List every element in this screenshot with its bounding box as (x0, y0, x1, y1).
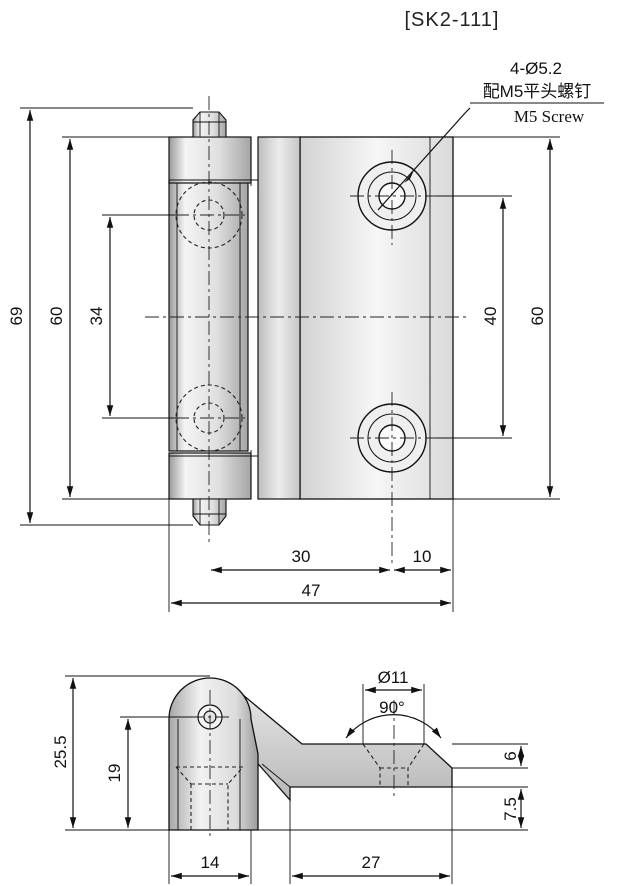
front-view (145, 96, 470, 565)
part-number-title: [SK2-111] (405, 9, 500, 31)
callout-note-cn: 配M5平头螺钉 (483, 82, 592, 101)
dim-leaf-length: 27 (362, 853, 381, 872)
hole-callout (377, 102, 604, 211)
dim-hole-to-knuckle: 30 (292, 547, 311, 566)
dim-overall-width: 47 (302, 581, 321, 600)
dim-pivot-height: 19 (105, 764, 124, 783)
side-view (168, 677, 453, 840)
side-leaf-arm (236, 688, 453, 802)
dim-leaf-top: 6 (501, 751, 520, 760)
dim-knuckle-width: 14 (201, 853, 220, 872)
dim-hole-to-edge: 10 (413, 547, 432, 566)
dim-side-height: 25.5 (51, 735, 70, 768)
dim-countersink-dia: Ø11 (378, 668, 409, 687)
hinge-knuckle (168, 180, 249, 452)
dim-countersink-angle: 90° (379, 698, 405, 717)
dim-leaf-height-left: 60 (47, 307, 66, 326)
dim-leaf-height-right: 60 (528, 307, 547, 326)
side-dimensions (65, 675, 528, 884)
side-knuckle (168, 677, 259, 831)
dim-pin-spacing: 34 (87, 307, 106, 326)
pin-tip-bottom (192, 498, 227, 526)
pin-tip-top (192, 111, 227, 138)
hinge-leaf-strip (257, 136, 301, 500)
dim-overall-height: 69 (7, 307, 26, 326)
dim-hole-spacing: 40 (481, 307, 500, 326)
front-dimensions (20, 107, 560, 612)
dim-leaf-bottom: 7.5 (501, 797, 520, 821)
callout-note-en: M5 Screw (514, 107, 585, 126)
knuckle-top-block (168, 136, 252, 184)
knuckle-bottom-block (168, 452, 252, 500)
callout-spec: 4-Ø5.2 (510, 59, 562, 78)
